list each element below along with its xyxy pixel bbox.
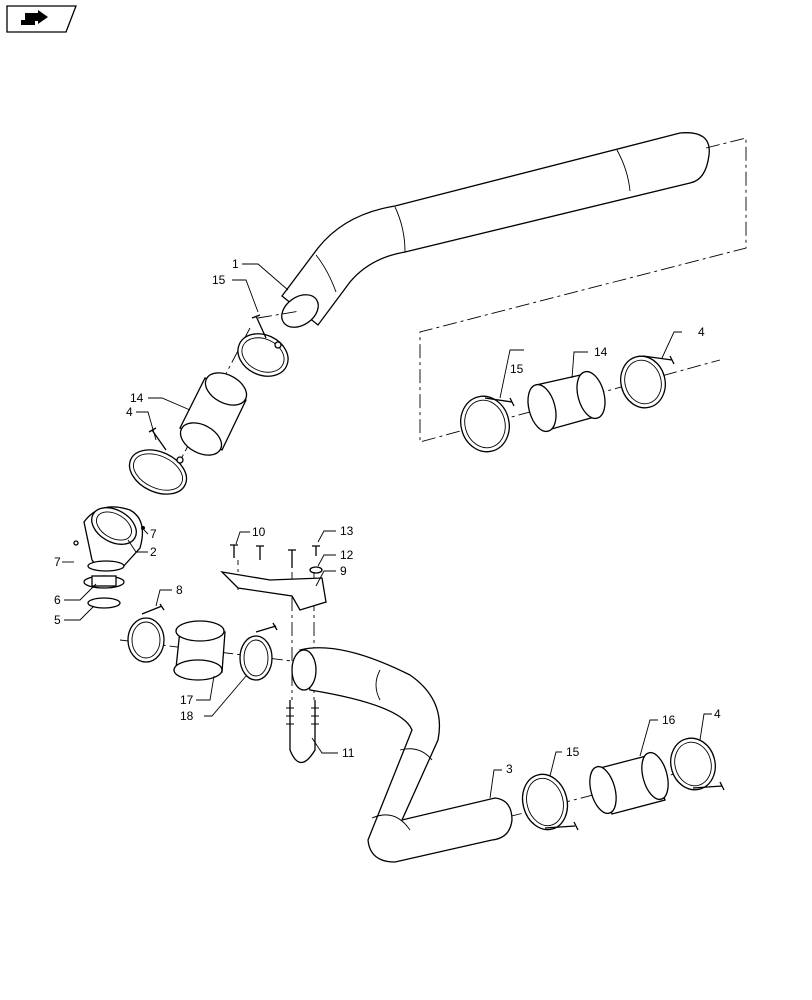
callout-6: 6 — [54, 593, 61, 607]
callout-5: 5 — [54, 613, 61, 627]
clamp-6-ring-5 — [83, 575, 125, 609]
callout-14-mid: 14 — [130, 391, 144, 405]
sleeve-16 — [589, 751, 669, 815]
callout-15-bot: 15 — [566, 745, 580, 759]
callout-7-right: 7 — [150, 527, 157, 541]
callout-15-mid: 15 — [212, 273, 226, 287]
callout-13: 13 — [340, 524, 354, 538]
callout-4-bot: 4 — [714, 707, 721, 721]
callout-16: 16 — [662, 713, 676, 727]
lower-exhaust-pipe — [291, 647, 513, 863]
clamp-15-top — [460, 395, 515, 453]
callout-17: 17 — [180, 693, 194, 707]
callout-4-top: 4 — [698, 325, 705, 339]
callout-10: 10 — [252, 525, 266, 539]
elbow-2 — [73, 506, 145, 572]
callout-7-left: 7 — [54, 555, 61, 569]
callout-3: 3 — [506, 762, 513, 776]
callout-11: 11 — [342, 746, 355, 760]
clamp-4-mid — [128, 427, 188, 495]
clamp-15-lower — [521, 773, 579, 831]
callout-labels: 1 15 14 4 7 2 7 6 5 8 10 13 12 9 17 18 1… — [54, 257, 721, 776]
callout-15-top: 15 — [510, 362, 524, 376]
callout-1: 1 — [232, 257, 239, 271]
bracket-9 — [220, 544, 327, 611]
sleeve-14-top — [527, 370, 606, 433]
clamp-18 — [239, 622, 278, 681]
upper-exhaust-pipe — [281, 132, 710, 328]
callout-14-top: 14 — [594, 345, 608, 359]
callout-18: 18 — [180, 709, 194, 723]
clamp-4-lower — [670, 737, 725, 791]
sleeve-17 — [173, 620, 226, 681]
nav-arrow-icon[interactable] — [6, 5, 77, 33]
callout-leaders — [62, 263, 712, 799]
callout-8: 8 — [176, 583, 183, 597]
callout-12: 12 — [340, 548, 354, 562]
clamp-4-top — [620, 355, 675, 409]
clamp-8 — [127, 603, 165, 663]
callout-2: 2 — [150, 545, 157, 559]
u-bolt-11 — [286, 700, 319, 764]
sleeve-14-mid — [179, 372, 248, 456]
callout-4-mid: 4 — [126, 405, 133, 419]
clamp-15-upper — [237, 314, 289, 377]
callout-9: 9 — [340, 564, 347, 578]
